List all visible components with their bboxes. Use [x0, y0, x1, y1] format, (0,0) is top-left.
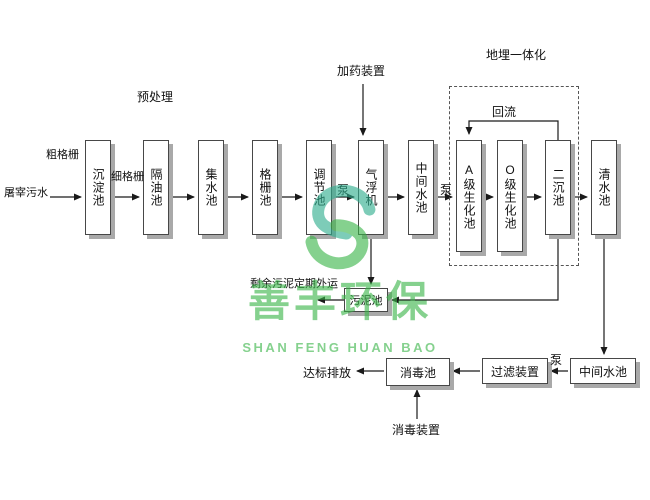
tank-a-biochemical: A级生化池	[456, 140, 482, 252]
tank-intermediate: 中间水池	[408, 140, 434, 235]
tank-secondary-settling: 二沉池	[545, 140, 571, 235]
influent-label: 屠宰污水	[4, 187, 48, 199]
tank-clean-water: 清水池	[591, 140, 617, 235]
tank-label: 沉淀池	[91, 168, 105, 207]
tank-regulating: 调节池	[306, 140, 332, 235]
pretreatment-label: 预处理	[137, 90, 174, 104]
buried-integration-label: 地埋一体化	[486, 48, 547, 62]
disinfection-device-label: 消毒装置	[392, 423, 441, 437]
fine-screen-label: 细格栅	[111, 171, 144, 183]
tank-label: O级生化池	[503, 162, 517, 230]
excess-sludge-label: 剩余污泥定期外运	[250, 278, 338, 290]
tank-oil-separation: 隔油池	[143, 140, 169, 235]
tank-label: 调节池	[312, 168, 326, 207]
tank-label: 格栅池	[258, 168, 272, 207]
buried-integration-dashed-box	[449, 86, 579, 266]
tank-label: 二沉池	[551, 168, 565, 207]
reflux-label: 回流	[492, 105, 517, 119]
pump-2-label: 泵	[440, 183, 453, 197]
tank-o-biochemical: O级生化池	[497, 140, 523, 252]
tank-label: A级生化池	[462, 162, 476, 230]
tank-collecting: 集水池	[198, 140, 224, 235]
discharge-label: 达标排放	[303, 366, 352, 380]
tank-label: 清水池	[597, 168, 611, 207]
tank-sludge: 污泥池	[344, 288, 388, 312]
tank-air-flotation: 气浮机	[358, 140, 384, 235]
tank-label: 隔油池	[149, 168, 163, 207]
tank-intermediate-2: 中间水池	[570, 358, 636, 384]
coarse-screen-label: 粗格栅	[46, 149, 79, 161]
tank-label: 集水池	[204, 168, 218, 207]
pump-1-label: 泵	[337, 183, 350, 197]
pump-3-label: 泵	[550, 353, 563, 367]
tank-settling: 沉淀池	[85, 140, 111, 235]
dosing-device-label: 加药装置	[337, 64, 386, 78]
tank-disinfection: 消毒池	[386, 358, 450, 386]
tank-screen: 格栅池	[252, 140, 278, 235]
box-filter-device: 过滤装置	[482, 358, 548, 384]
tank-label: 气浮机	[364, 168, 378, 207]
tank-label: 中间水池	[414, 161, 428, 214]
